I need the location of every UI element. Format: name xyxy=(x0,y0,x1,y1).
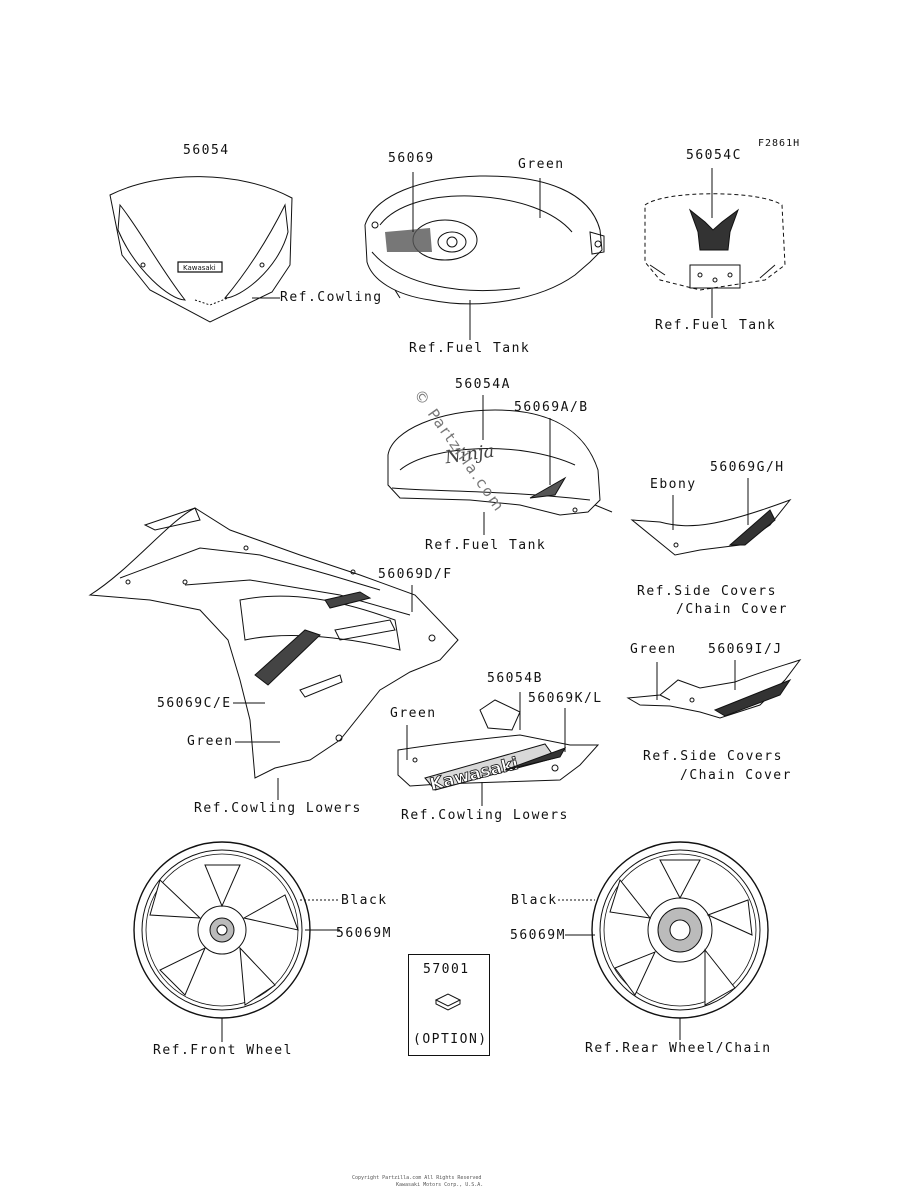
kawasaki-decal-small: Kawasaki xyxy=(183,264,216,272)
label-56054b: 56054B xyxy=(487,671,543,686)
label-57001: 57001 xyxy=(423,962,470,977)
side-cover-lower-drawing xyxy=(628,660,800,718)
footer-line-2: Kawasaki Motors Corp., U.S.A. xyxy=(396,1182,484,1188)
kawasaki-decal-large: Kawasaki xyxy=(428,754,521,795)
label-ref-side-covers-1: Ref.Side Covers xyxy=(637,584,777,599)
label-ref-cowling-lowers-1: Ref.Cowling Lowers xyxy=(194,801,362,816)
label-ref-fuel-tank-2: Ref.Fuel Tank xyxy=(655,318,777,333)
label-black-front: Black xyxy=(341,893,388,908)
label-56069gh: 56069G/H xyxy=(710,460,785,475)
label-56054a: 56054A xyxy=(455,377,511,392)
label-56069: 56069 xyxy=(388,151,435,166)
front-wheel-drawing xyxy=(134,842,310,1018)
label-option: (OPTION) xyxy=(413,1032,488,1047)
windscreen-drawing: Kawasaki xyxy=(110,177,292,322)
label-black-rear: Black xyxy=(511,893,558,908)
rear-wheel-drawing xyxy=(592,842,768,1018)
label-ref-cowling: Ref.Cowling xyxy=(280,290,383,305)
label-56069ij: 56069I/J xyxy=(708,642,783,657)
label-green-side: Green xyxy=(630,642,677,657)
label-chain-cover-1: /Chain Cover xyxy=(676,602,788,617)
label-green-tank: Green xyxy=(518,157,565,172)
option-part-drawing xyxy=(436,994,460,1010)
side-cover-upper-drawing xyxy=(632,500,790,555)
label-chain-cover-2: /Chain Cover xyxy=(680,768,792,783)
side-fairing-drawing xyxy=(90,508,458,778)
label-green-lower: Green xyxy=(390,706,437,721)
footer-line-1: Copyright Partzilla.com All Rights Reser… xyxy=(352,1175,482,1181)
label-56054c: 56054C xyxy=(686,148,742,163)
windscreen-rear-drawing xyxy=(645,194,785,290)
leader-lines xyxy=(222,168,748,1042)
fuel-tank-top-drawing xyxy=(365,176,604,312)
label-ref-front-wheel: Ref.Front Wheel xyxy=(153,1043,293,1058)
label-56069m-rear: 56069M xyxy=(510,928,566,943)
label-56069ce: 56069C/E xyxy=(157,696,232,711)
label-56054: 56054 xyxy=(183,143,230,158)
label-ebony: Ebony xyxy=(650,477,697,492)
label-ref-fuel-tank-1: Ref.Fuel Tank xyxy=(409,341,531,356)
label-ref-side-covers-2: Ref.Side Covers xyxy=(643,749,783,764)
figure-code: F2861H xyxy=(758,138,801,149)
label-ref-rear-wheel: Ref.Rear Wheel/Chain xyxy=(585,1041,772,1056)
label-ref-cowling-lowers-2: Ref.Cowling Lowers xyxy=(401,808,569,823)
label-56069m-front: 56069M xyxy=(336,926,392,941)
label-56069df: 56069D/F xyxy=(378,567,453,582)
label-56069ab: 56069A/B xyxy=(514,400,589,415)
option-part-box xyxy=(408,954,490,1056)
label-56069kl: 56069K/L xyxy=(528,691,603,706)
label-green-fairing: Green xyxy=(187,734,234,749)
label-ref-fuel-tank-3: Ref.Fuel Tank xyxy=(425,538,547,553)
